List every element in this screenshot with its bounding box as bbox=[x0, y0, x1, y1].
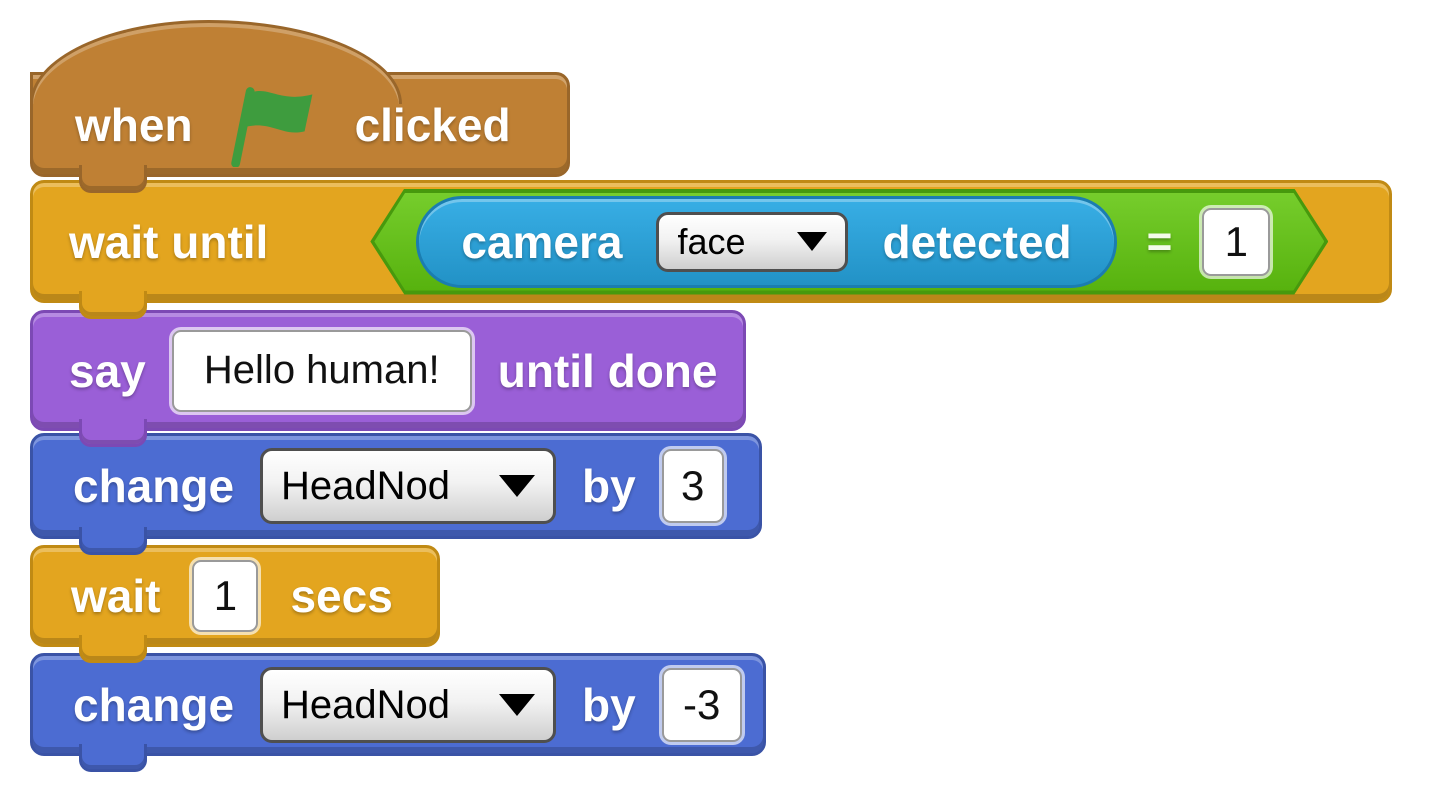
equals-operator-label: = bbox=[1146, 216, 1173, 266]
by-label: by bbox=[582, 460, 636, 512]
wait-secs-block[interactable]: wait secs bbox=[30, 545, 440, 663]
say-message-input[interactable] bbox=[171, 329, 472, 412]
change-amount-input[interactable] bbox=[661, 449, 724, 523]
block-bump bbox=[79, 744, 147, 772]
camera-label: camera bbox=[461, 215, 623, 268]
block-bump bbox=[79, 165, 147, 193]
by-label: by bbox=[582, 678, 636, 731]
camera-target-value: face bbox=[677, 220, 746, 262]
change-headnod-up-block[interactable]: change HeadNod by bbox=[30, 433, 762, 555]
camera-detected-reporter[interactable]: camera face detected bbox=[416, 196, 1116, 288]
clicked-label: clicked bbox=[354, 98, 511, 151]
change-headnod-down-block[interactable]: change HeadNod by bbox=[30, 653, 766, 772]
variable-value: HeadNod bbox=[281, 682, 451, 727]
block-bump bbox=[79, 419, 147, 447]
wait-until-block[interactable]: wait until camera face detected = bbox=[30, 180, 1392, 319]
change-amount-input[interactable] bbox=[661, 667, 742, 742]
when-label: when bbox=[75, 98, 193, 151]
variable-dropdown[interactable]: HeadNod bbox=[260, 448, 557, 524]
detected-label: detected bbox=[882, 215, 1072, 268]
when-flag-clicked-block[interactable]: when clicked bbox=[30, 20, 570, 193]
camera-target-dropdown[interactable]: face bbox=[656, 212, 848, 272]
green-flag-icon bbox=[230, 86, 312, 167]
change-label: change bbox=[73, 678, 235, 731]
dropdown-arrow-icon bbox=[499, 693, 536, 716]
wait-label: wait bbox=[71, 570, 161, 622]
dropdown-arrow-icon bbox=[797, 232, 827, 251]
block-bump bbox=[79, 291, 147, 319]
equals-boolean-block[interactable]: camera face detected = bbox=[370, 189, 1328, 295]
dropdown-arrow-icon bbox=[499, 475, 536, 497]
variable-dropdown[interactable]: HeadNod bbox=[260, 666, 557, 743]
wait-until-label: wait until bbox=[69, 215, 269, 268]
block-bump bbox=[79, 635, 147, 663]
wait-duration-input[interactable] bbox=[192, 560, 259, 632]
compare-value-input[interactable] bbox=[1202, 208, 1270, 276]
say-until-done-block[interactable]: say until done bbox=[30, 310, 746, 447]
change-label: change bbox=[73, 460, 235, 512]
secs-label: secs bbox=[290, 570, 393, 622]
until-done-label: until done bbox=[497, 344, 718, 397]
variable-value: HeadNod bbox=[281, 464, 451, 508]
say-label: say bbox=[69, 344, 146, 397]
block-bump bbox=[79, 527, 147, 555]
